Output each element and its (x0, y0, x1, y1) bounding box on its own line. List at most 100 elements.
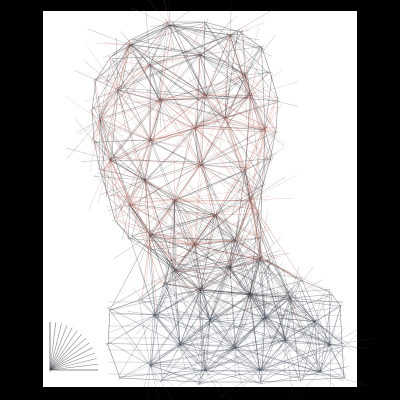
thread-line (98, 96, 101, 121)
thread-line (97, 161, 131, 206)
thread-line (213, 120, 266, 131)
thread-line (199, 239, 236, 290)
thread-line (204, 94, 271, 163)
thread-line (199, 274, 222, 291)
thread-line (232, 257, 261, 349)
thread-line (99, 40, 131, 121)
thread-line (198, 369, 206, 385)
thread-line (314, 299, 321, 323)
thread-line (266, 259, 286, 341)
thread-line (214, 214, 264, 241)
thread-line (99, 167, 131, 206)
thread-line (127, 237, 201, 291)
thread-line (300, 278, 331, 346)
thread-line (149, 24, 171, 27)
thread-line (174, 235, 264, 271)
thread-line (245, 94, 251, 170)
thread-line (229, 267, 284, 338)
thread-line (98, 168, 146, 181)
thread-line (229, 240, 246, 269)
thread-line (97, 122, 111, 161)
thread-line (167, 244, 196, 263)
thread-line (185, 90, 206, 96)
thread-line (129, 141, 149, 206)
thread-line (261, 319, 286, 341)
thread-line (89, 119, 101, 173)
thread-line (194, 117, 226, 124)
thread-line (129, 204, 163, 285)
thread-line (149, 139, 174, 203)
thread-line (117, 89, 158, 101)
thread-line (161, 239, 236, 287)
thread-line (91, 111, 111, 161)
thread-line (149, 364, 183, 384)
thread-line (259, 185, 263, 259)
thread-line (239, 31, 263, 49)
thread-line (98, 44, 131, 118)
thread-line (201, 163, 236, 241)
thread-line (224, 117, 250, 198)
thread-line (328, 316, 331, 346)
thread-line (232, 321, 316, 350)
thread-line (194, 118, 228, 129)
thread-line (199, 164, 246, 171)
thread-line (154, 267, 174, 316)
thread-line (152, 237, 236, 241)
thread-line (244, 152, 278, 171)
thread-line (244, 294, 251, 331)
thread-line (172, 25, 201, 56)
thread-line (284, 305, 342, 341)
thread-line (314, 321, 347, 377)
thread-line (102, 119, 146, 181)
thread-line (264, 129, 286, 144)
thread-line (148, 214, 216, 250)
face-thread-lines (65, 0, 345, 384)
thread-line (229, 259, 269, 269)
thread-line (107, 313, 343, 316)
thread-line (124, 169, 146, 181)
thread-line (128, 203, 216, 216)
thread-line (179, 344, 263, 372)
thread-line (199, 289, 264, 320)
thread-line (109, 159, 117, 218)
thread-line (148, 244, 211, 321)
thread-line (235, 169, 246, 241)
thread-line (159, 99, 223, 117)
thread-line (234, 299, 288, 349)
thread-line (105, 314, 156, 346)
thread-line (91, 112, 111, 161)
thread-line (249, 163, 251, 201)
thread-line (244, 72, 270, 76)
thread-line (195, 242, 231, 269)
thread-line (264, 287, 292, 319)
thread-line (301, 288, 316, 323)
thread-line (163, 0, 171, 26)
thread-line (329, 344, 369, 349)
thread-line (129, 44, 152, 65)
thread-line (121, 64, 151, 108)
thread-line (118, 87, 206, 96)
thread-line (160, 344, 181, 381)
thread-line (214, 168, 243, 216)
thread-line (228, 268, 251, 296)
thread-line (199, 271, 208, 291)
thread-line (263, 297, 291, 320)
thread-line (149, 64, 158, 93)
thread-line (244, 93, 252, 171)
thread-line (199, 223, 236, 241)
thread-line (213, 251, 261, 259)
thread-line (264, 129, 285, 147)
thread-line (149, 364, 198, 382)
thread-line (204, 294, 251, 371)
thread-line (152, 267, 231, 319)
thread-line (259, 209, 269, 259)
thread-line (263, 291, 266, 319)
thread-line (176, 345, 206, 371)
thread-line (244, 74, 276, 98)
thread-line (157, 311, 236, 349)
thread-line (102, 64, 151, 83)
thread-line (229, 259, 261, 269)
thread-line (236, 241, 266, 319)
thread-line (288, 291, 316, 323)
thread-line (107, 307, 151, 366)
